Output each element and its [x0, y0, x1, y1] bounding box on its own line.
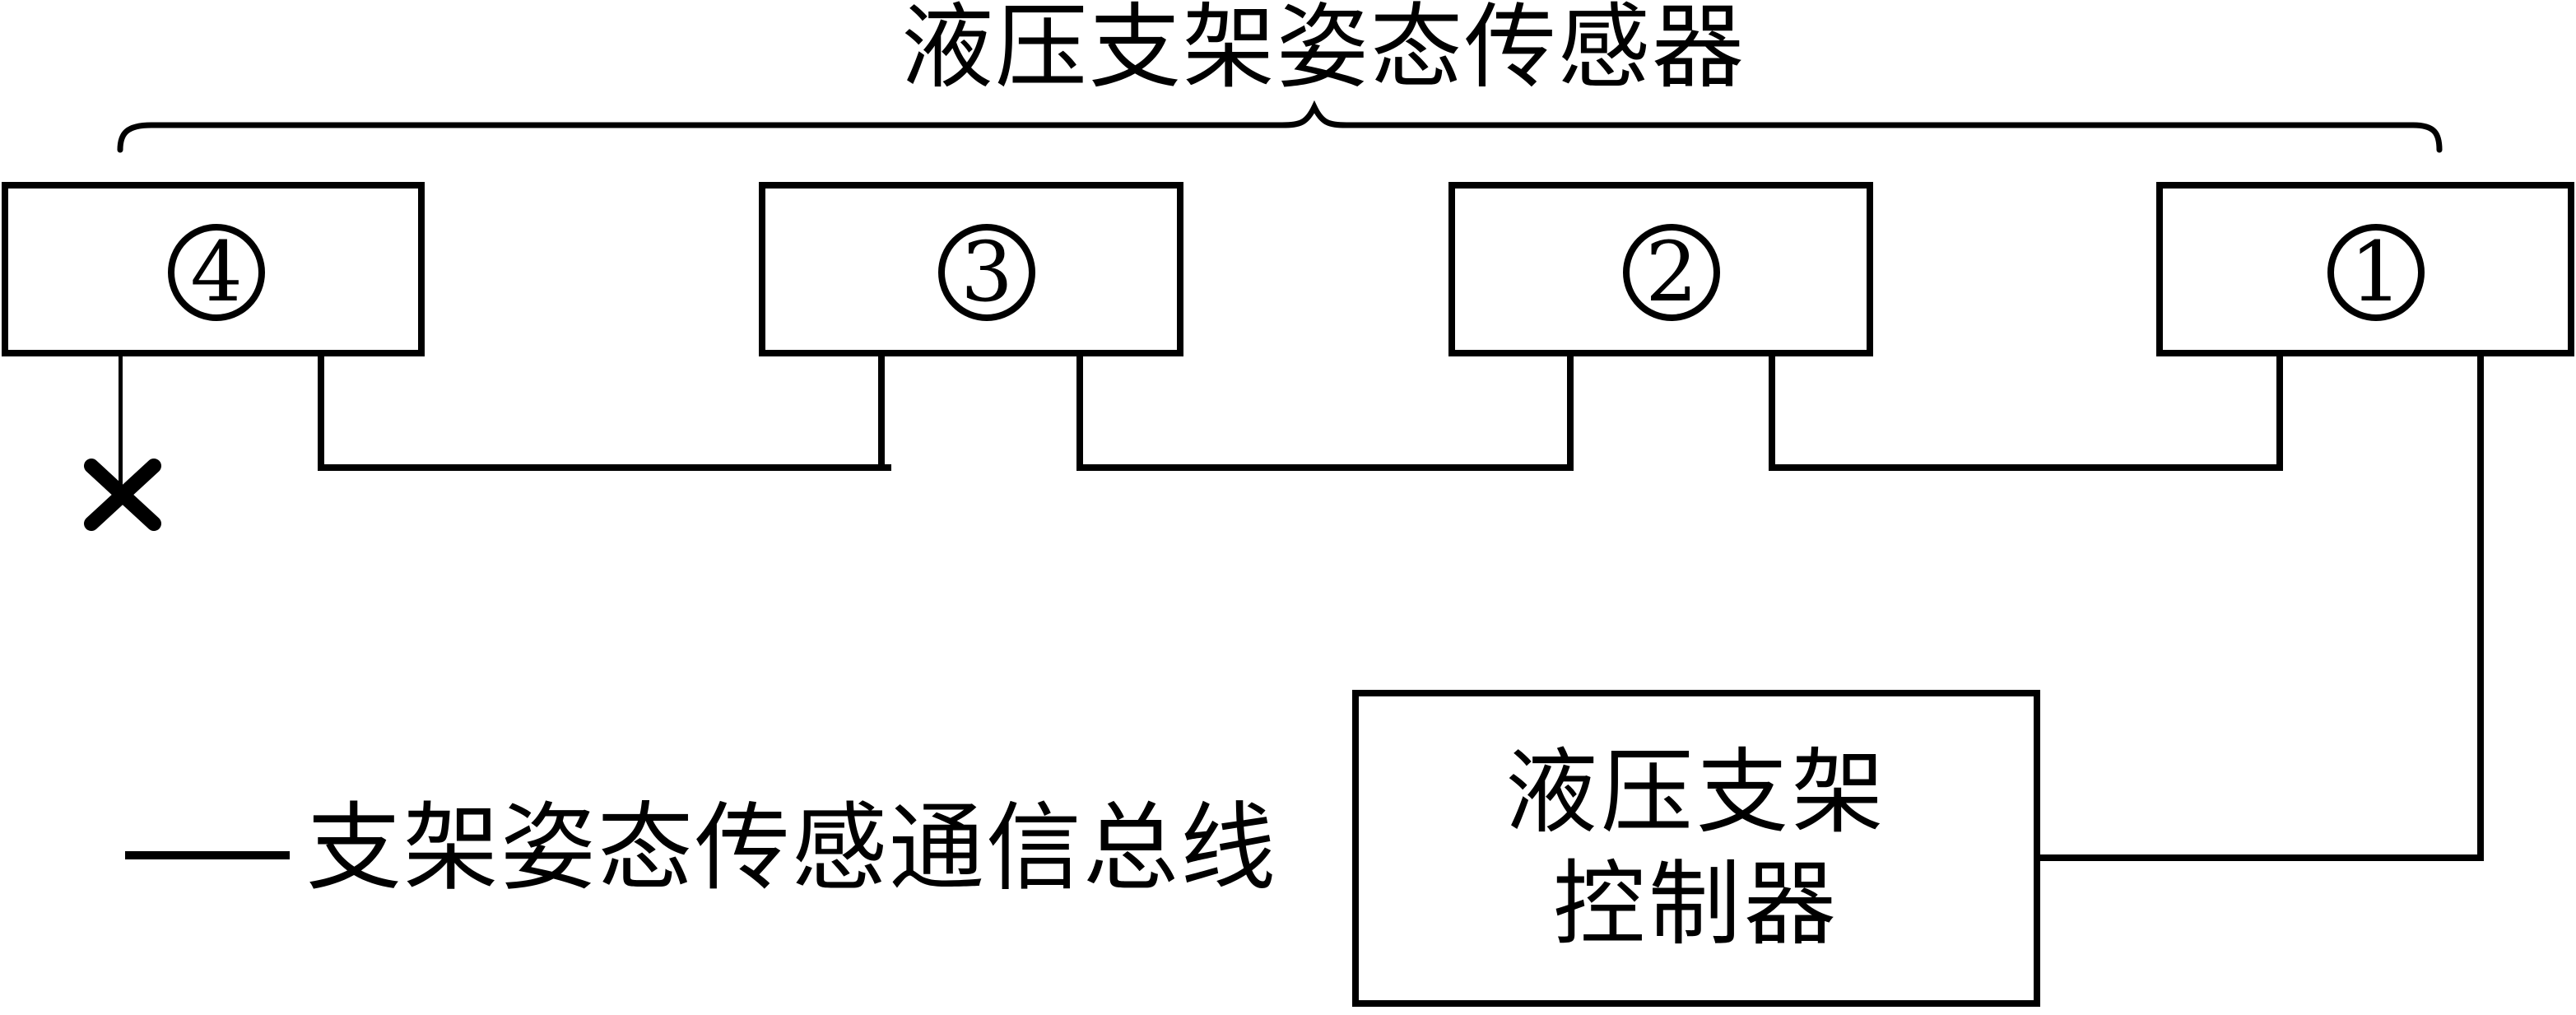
bus-stub-sensor1-left — [2276, 354, 2283, 471]
bus-stub-sensor4-right — [318, 354, 324, 471]
bus-stub-sensor3-left — [878, 354, 885, 471]
sensor-number-4: 4 — [190, 224, 243, 320]
controller-label-line2: 控制器 — [1553, 852, 1839, 956]
circled-number-3: 3 — [938, 224, 1035, 321]
sensor-box-2: 2 — [1448, 182, 1873, 356]
circled-number-2: 2 — [1623, 224, 1720, 321]
bus-segment-3-2 — [1076, 464, 1574, 471]
sensor-number-2: 2 — [1645, 224, 1698, 320]
circled-number-4: 4 — [168, 224, 265, 321]
bus-segment-controller — [2034, 854, 2484, 861]
circled-number-1: 1 — [2327, 224, 2425, 321]
legend-bus-label: 支架姿态传感通信总线 — [306, 794, 1277, 901]
controller-box: 液压支架 控制器 — [1352, 690, 2040, 1007]
sensor-number-1: 1 — [2350, 224, 2402, 320]
bus-stub-sensor2-left — [1567, 354, 1574, 471]
sensor-box-4: 4 — [2, 182, 425, 356]
bus-stub-sensor3-right — [1076, 354, 1083, 471]
termination-x-icon — [84, 459, 161, 531]
bus-stub-sensor2-right — [1769, 354, 1775, 471]
controller-label-line1: 液压支架 — [1505, 740, 1887, 844]
brace-icon — [117, 100, 2443, 153]
bus-line-sensor4-open-end — [119, 354, 123, 489]
sensor-number-3: 3 — [960, 224, 1013, 320]
sensor-box-3: 3 — [759, 182, 1183, 356]
bus-drop-sensor1-to-controller — [2477, 354, 2484, 861]
diagram-title: 液压支架姿态传感器 — [901, 0, 1746, 99]
bus-segment-2-1 — [1769, 464, 2283, 471]
legend-line-sample — [125, 851, 290, 859]
bus-segment-4-3 — [318, 464, 891, 471]
sensor-box-1: 1 — [2156, 182, 2574, 356]
